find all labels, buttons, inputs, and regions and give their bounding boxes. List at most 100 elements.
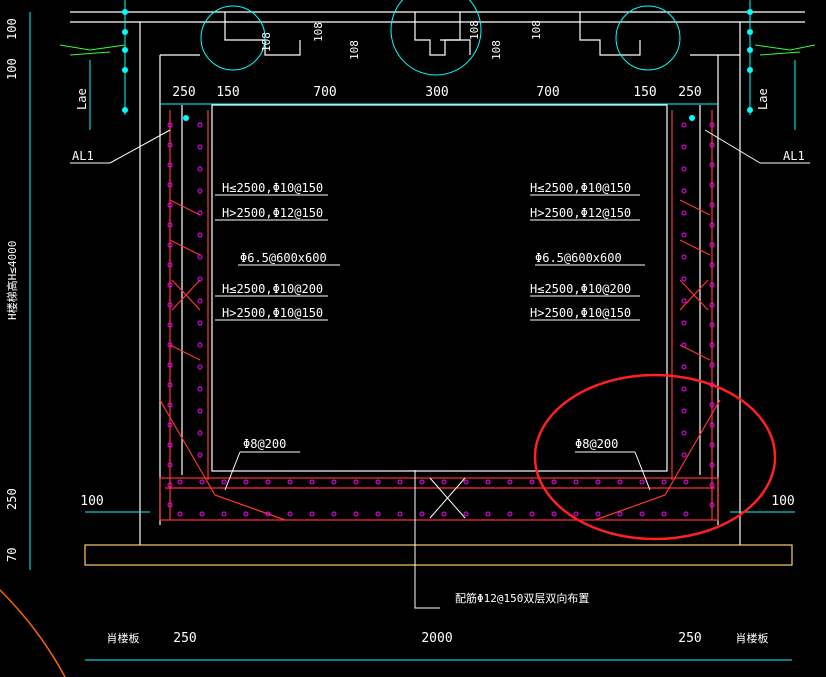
rebar-dot	[167, 342, 173, 348]
rebar-dot	[709, 262, 715, 268]
right-phi65: Φ6.5@600x600	[535, 251, 622, 265]
rebar-dot	[167, 442, 173, 448]
rebar-dot	[167, 182, 173, 188]
rebar-dot	[507, 479, 513, 485]
left-long-dim: H楼梯高H≤4000	[5, 241, 19, 320]
right-rebar-1: H≤2500,Φ10@150	[530, 181, 631, 195]
rebar-dot	[177, 511, 183, 517]
rebar-dot	[639, 479, 645, 485]
rebar-dot	[167, 462, 173, 468]
bottom-note: 配筋Φ12@150双层双向布置	[455, 591, 589, 605]
rebar-dot	[681, 144, 687, 150]
rebar-dot	[167, 402, 173, 408]
rebar-dot	[197, 408, 203, 414]
rebar-dot	[709, 422, 715, 428]
rebar-dot	[595, 511, 601, 517]
bottom-dim-2: 2000	[421, 631, 452, 646]
step-dim-3: 108	[348, 40, 361, 60]
rebar-dot	[177, 479, 183, 485]
rebar-dot	[265, 479, 271, 485]
rebar-dot	[199, 479, 205, 485]
rebar-dot	[375, 479, 381, 485]
annotations: AL1 AL1 H≤2500,Φ10@150 H>2500,Φ12@150 Φ6…	[72, 149, 805, 605]
rebar-dot	[573, 479, 579, 485]
highlight-ellipse	[533, 373, 777, 541]
rebar-dot	[441, 479, 447, 485]
rebar-dot	[709, 282, 715, 288]
rebar-dot	[683, 511, 689, 517]
rebar-dot	[463, 479, 469, 485]
side-dim-right: 100	[771, 494, 794, 509]
rebar-dot	[595, 479, 601, 485]
rebar-dot	[573, 511, 579, 517]
side-dim-left: 100	[80, 494, 103, 509]
rebar-dot	[197, 364, 203, 370]
top-dim-2: 150	[216, 85, 239, 100]
detail-circles	[200, 0, 681, 76]
rebar-dot	[197, 122, 203, 128]
rebar-dot	[661, 479, 667, 485]
slab-cross	[414, 470, 466, 609]
left-dim-4: 70	[5, 548, 19, 562]
rebar-dot	[709, 162, 715, 168]
rebar-dot	[167, 242, 173, 248]
rebar-dot	[681, 254, 687, 260]
rebar-dot	[197, 452, 203, 458]
rebar-dot	[709, 402, 715, 408]
rebar-dot	[353, 511, 359, 517]
rebar-dot	[681, 342, 687, 348]
rebar-dot	[709, 242, 715, 248]
bottom-side-left: 肖楼板	[107, 631, 140, 645]
step-dim-2: 108	[312, 22, 325, 42]
rebar-dot	[617, 479, 623, 485]
rebar-dot	[463, 511, 469, 517]
extra-curve	[0, 589, 66, 677]
rebar-dot	[709, 342, 715, 348]
rebar-dot	[709, 222, 715, 228]
rebar-dot	[221, 479, 227, 485]
rebar-dot	[709, 362, 715, 368]
rebar-dot	[197, 254, 203, 260]
rebar-dot	[197, 276, 203, 282]
rebar-dot	[709, 322, 715, 328]
left-rebar-1: H≤2500,Φ10@150	[222, 181, 323, 195]
top-dim-1: 250	[172, 85, 195, 100]
step-dim-4: 108	[468, 20, 481, 40]
left-dim-3: 250	[5, 488, 19, 510]
bottom-dimensions: 250 2000 250 肖楼板 肖楼板 100 100	[80, 494, 794, 646]
rebar-dot	[197, 430, 203, 436]
rebar-dot	[681, 386, 687, 392]
left-rebar-2: H>2500,Φ12@150	[222, 206, 323, 220]
rebar-dot	[709, 482, 715, 488]
rebar-dot	[167, 142, 173, 148]
rebar-dot	[331, 511, 337, 517]
rebar-dot	[197, 320, 203, 326]
rebar-dot	[617, 511, 623, 517]
step-dims: 108 108 108 108 108 108	[260, 20, 543, 60]
right-phi8: Φ8@200	[575, 437, 618, 451]
right-rebar-4: H>2500,Φ10@150	[530, 306, 631, 320]
rebar-dot	[681, 320, 687, 326]
left-dim-2: 100	[5, 58, 19, 80]
top-dim-4: 300	[425, 85, 448, 100]
rebar-dot	[375, 511, 381, 517]
rebar-dot	[709, 122, 715, 128]
rebar-dot	[709, 302, 715, 308]
rebar-dot	[551, 511, 557, 517]
rebar-dot	[709, 462, 715, 468]
left-rebar-3: H≤2500,Φ10@200	[222, 282, 323, 296]
rebar-dot	[681, 188, 687, 194]
top-dim-6: 150	[633, 85, 656, 100]
rebar-dot	[397, 479, 403, 485]
rebar-dot	[167, 262, 173, 268]
rebar-dot	[709, 442, 715, 448]
left-rebar-4: H>2500,Φ10@150	[222, 306, 323, 320]
left-phi8: Φ8@200	[243, 437, 286, 451]
rebar-dot	[167, 162, 173, 168]
rebar-dot	[529, 511, 535, 517]
rebar-dot	[681, 430, 687, 436]
rebar-dot	[197, 166, 203, 172]
rebar-dot	[681, 276, 687, 282]
rebar-dot	[197, 342, 203, 348]
ground-hatch	[59, 44, 816, 56]
